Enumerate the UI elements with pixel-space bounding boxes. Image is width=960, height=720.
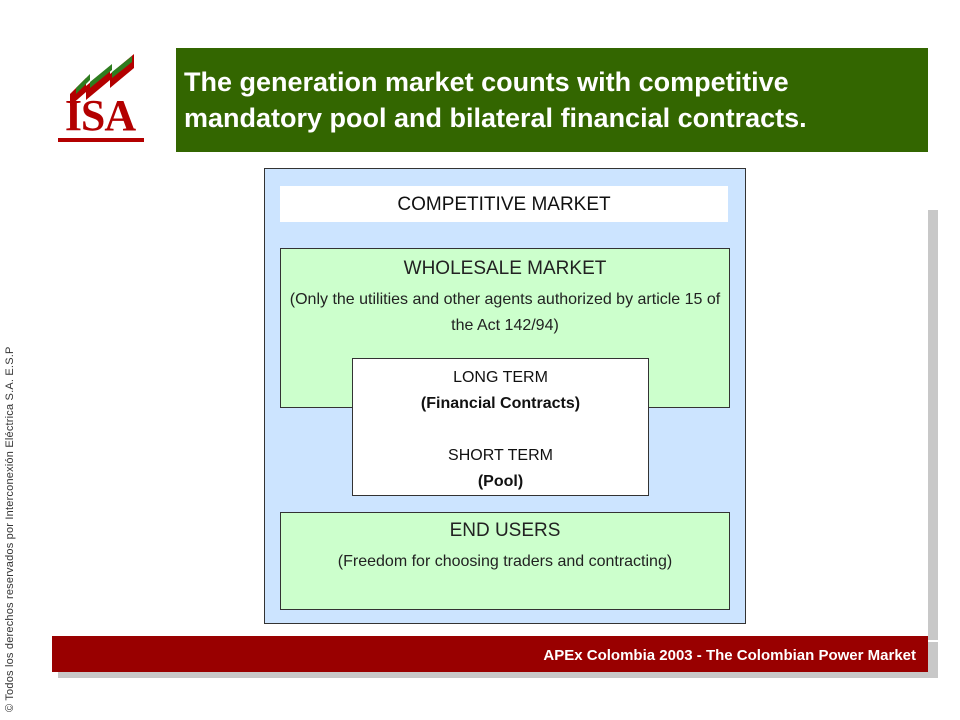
term-spacer xyxy=(353,417,648,443)
slide-title: The generation market counts with compet… xyxy=(176,48,928,152)
end-users-heading: END USERS xyxy=(449,520,561,541)
wholesale-market-heading: WHOLESALE MARKET xyxy=(403,258,607,279)
long-term-label: LONG TERM xyxy=(453,369,548,386)
footer-bar: APEx Colombia 2003 - The Colombian Power… xyxy=(52,636,928,672)
wholesale-market-description: (Only the utilities and other agents aut… xyxy=(289,291,721,334)
title-line-1: The generation market counts with compet… xyxy=(184,67,789,97)
short-term-label: SHORT TERM xyxy=(448,447,553,464)
competitive-market-label: COMPETITIVE MARKET xyxy=(280,186,728,222)
market-terms-box: LONG TERM (Financial Contracts) SHORT TE… xyxy=(352,358,649,496)
copyright-notice: © Todos los derechos reservados por Inte… xyxy=(4,346,16,712)
end-users-description: (Freedom for choosing traders and contra… xyxy=(337,553,673,570)
logo-underline xyxy=(58,138,144,142)
logo-text: ISA xyxy=(64,91,136,140)
lightning-mark-icon xyxy=(70,54,134,106)
slide-shadow xyxy=(928,210,938,640)
end-users-box: END USERS (Freedom for choosing traders … xyxy=(280,512,730,610)
short-term-detail: (Pool) xyxy=(477,473,524,490)
long-term-detail: (Financial Contracts) xyxy=(420,395,581,412)
title-line-2: mandatory pool and bilateral financial c… xyxy=(184,103,807,133)
